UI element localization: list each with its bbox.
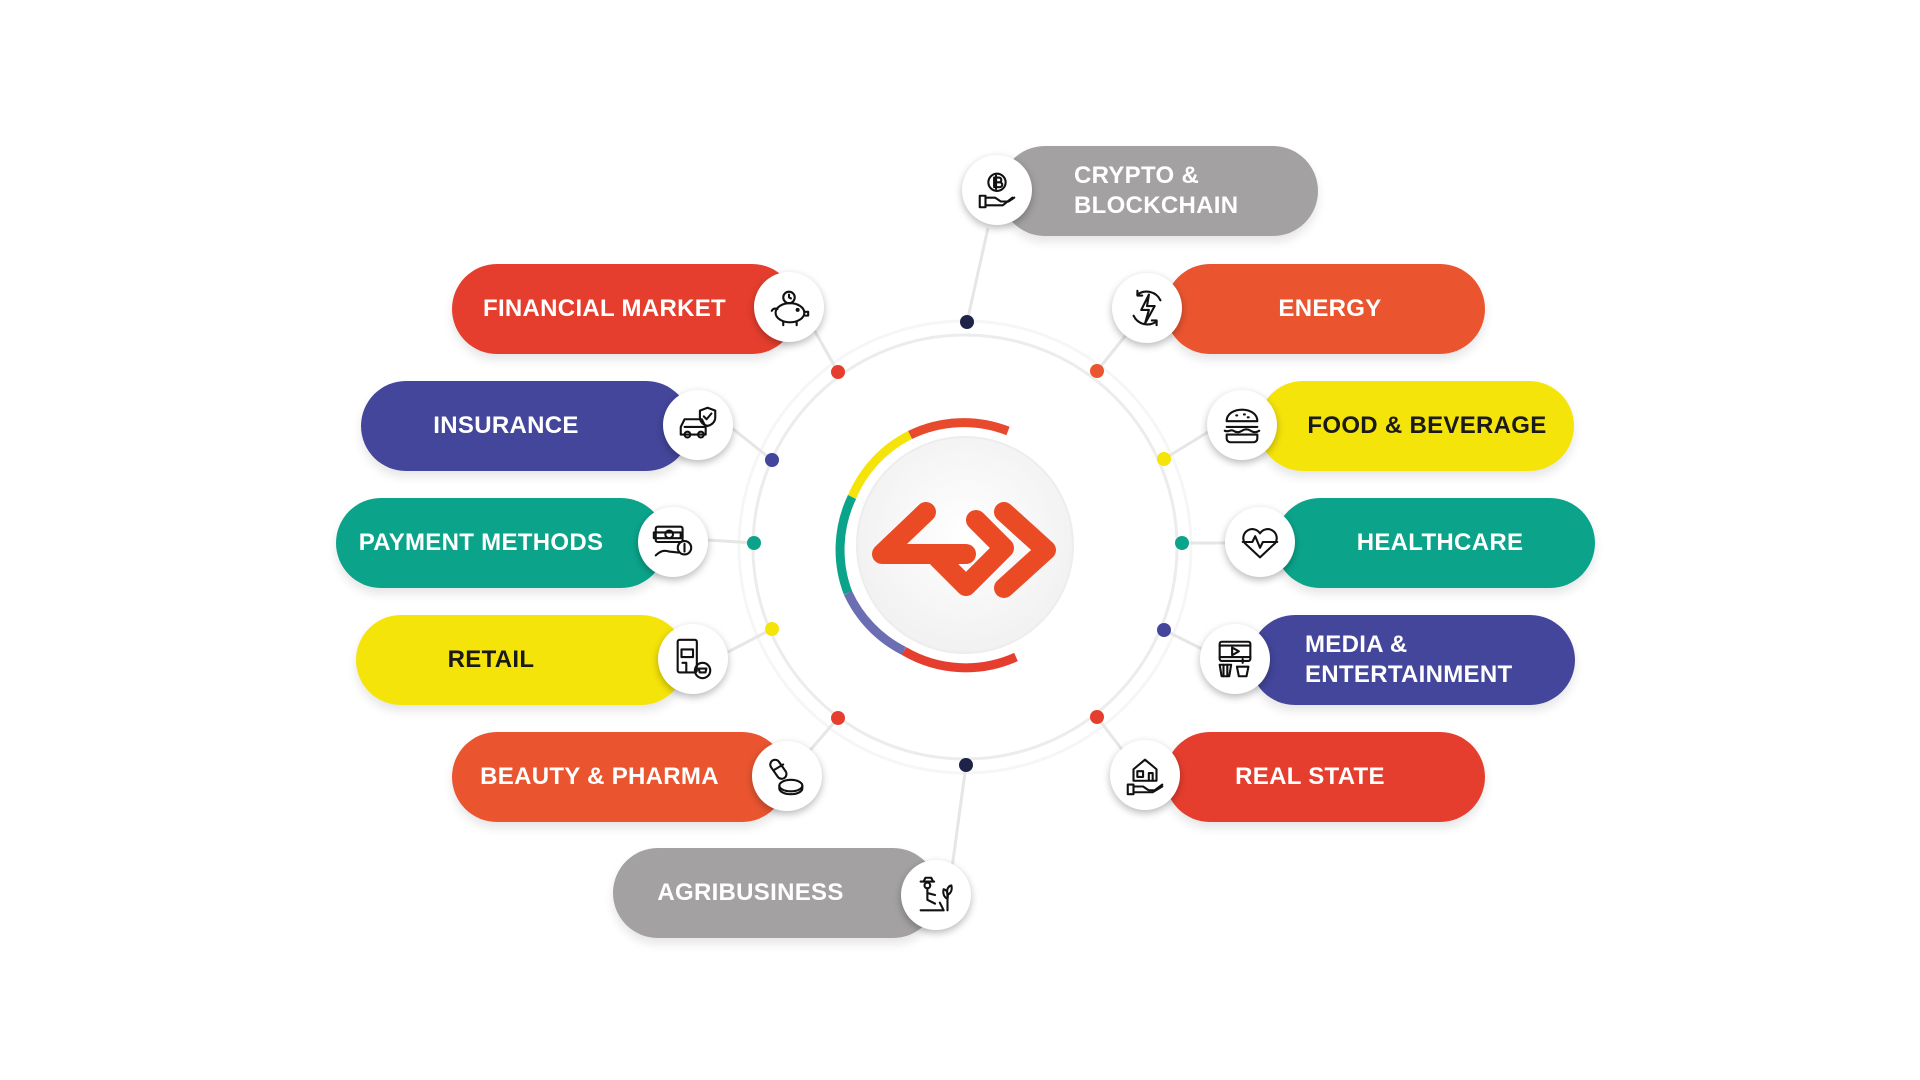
connector-agribusiness bbox=[950, 764, 968, 869]
segment-label: BEAUTY & PHARMA bbox=[480, 763, 719, 790]
node-insurance bbox=[765, 453, 779, 467]
pills-icon bbox=[752, 741, 822, 811]
car-insurance-icon bbox=[663, 390, 733, 460]
node-retail bbox=[765, 622, 779, 636]
cash-payment-icon bbox=[638, 507, 708, 577]
connector-food-beverage bbox=[1163, 430, 1209, 461]
connector-retail bbox=[727, 627, 773, 654]
node-energy bbox=[1090, 364, 1104, 378]
segment-label: HEALTHCARE bbox=[1356, 529, 1524, 556]
segment-insurance[interactable]: INSURANCE bbox=[361, 381, 691, 471]
segment-payment-methods[interactable]: PAYMENT METHODS bbox=[336, 498, 666, 588]
segment-label: REAL STATE bbox=[1235, 763, 1385, 790]
store-cart-icon bbox=[658, 624, 728, 694]
connector-crypto-blockchain bbox=[965, 227, 990, 323]
crypto-coin-hand-icon bbox=[962, 155, 1032, 225]
node-healthcare bbox=[1175, 536, 1189, 550]
node-payment-methods bbox=[747, 536, 761, 550]
segment-label: RETAIL bbox=[447, 646, 535, 673]
hub-arc-orange bbox=[908, 418, 1010, 440]
connector-payment-methods bbox=[707, 538, 755, 545]
segment-label: FINANCIAL MARKET bbox=[482, 295, 726, 322]
segment-label: AGRIBUSINESS bbox=[657, 879, 844, 906]
segment-label: ENERGY bbox=[1278, 295, 1382, 322]
connector-energy bbox=[1095, 329, 1132, 372]
segment-label: INSURANCE bbox=[433, 412, 579, 439]
company-logo bbox=[872, 502, 1056, 598]
segment-label: PAYMENT METHODS bbox=[358, 529, 604, 556]
hub-arc-yellow bbox=[847, 430, 913, 499]
node-media-entertainment bbox=[1157, 623, 1171, 637]
segment-crypto-blockchain[interactable]: CRYPTO & BLOCKCHAIN bbox=[1000, 146, 1318, 236]
segment-label: FOOD & BEVERAGE bbox=[1307, 412, 1547, 439]
segment-financial-market[interactable]: FINANCIAL MARKET bbox=[452, 264, 797, 354]
hub-arc-red bbox=[901, 647, 1018, 673]
segment-label: MEDIA & ENTERTAINMENT bbox=[1305, 631, 1513, 688]
energy-bolt-icon bbox=[1112, 273, 1182, 343]
node-crypto-blockchain bbox=[960, 315, 974, 329]
segment-energy[interactable]: ENERGY bbox=[1165, 264, 1485, 354]
house-hand-icon bbox=[1110, 740, 1180, 810]
node-beauty-pharma bbox=[831, 711, 845, 725]
hub-arc-teal bbox=[835, 495, 857, 595]
media-popcorn-icon bbox=[1200, 624, 1270, 694]
segment-food-beverage[interactable]: FOOD & BEVERAGE bbox=[1258, 381, 1574, 471]
connector-insurance bbox=[727, 423, 773, 462]
segment-healthcare[interactable]: HEALTHCARE bbox=[1275, 498, 1595, 588]
segment-agribusiness[interactable]: AGRIBUSINESS bbox=[613, 848, 938, 938]
burger-icon bbox=[1207, 390, 1277, 460]
segment-real-state[interactable]: REAL STATE bbox=[1165, 732, 1485, 822]
segment-media-entertainment[interactable]: MEDIA & ENTERTAINMENT bbox=[1250, 615, 1575, 705]
segment-beauty-pharma[interactable]: BEAUTY & PHARMA bbox=[452, 732, 787, 822]
node-agribusiness bbox=[959, 758, 973, 772]
hub-arc-purple bbox=[843, 591, 907, 656]
node-real-state bbox=[1090, 710, 1104, 724]
node-financial-market bbox=[831, 365, 845, 379]
segment-retail[interactable]: RETAIL bbox=[356, 615, 686, 705]
farmer-plant-icon bbox=[901, 860, 971, 930]
heartbeat-icon bbox=[1225, 507, 1295, 577]
piggy-bank-icon bbox=[754, 272, 824, 342]
segment-label: CRYPTO & BLOCKCHAIN bbox=[1074, 162, 1239, 219]
node-food-beverage bbox=[1157, 452, 1171, 466]
